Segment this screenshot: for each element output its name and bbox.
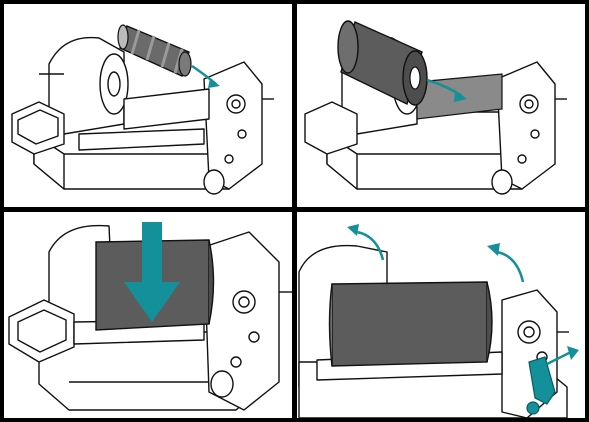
step-1-panel	[4, 4, 292, 207]
step-4-panel	[297, 212, 585, 418]
ribbon-roll-icon	[118, 25, 191, 76]
step-1-illustration	[4, 4, 292, 207]
step-3-illustration	[4, 212, 292, 418]
step-4-illustration	[297, 212, 585, 418]
step-2-illustration	[297, 4, 585, 207]
step-3-panel	[4, 212, 292, 418]
step-2-panel	[297, 4, 585, 207]
